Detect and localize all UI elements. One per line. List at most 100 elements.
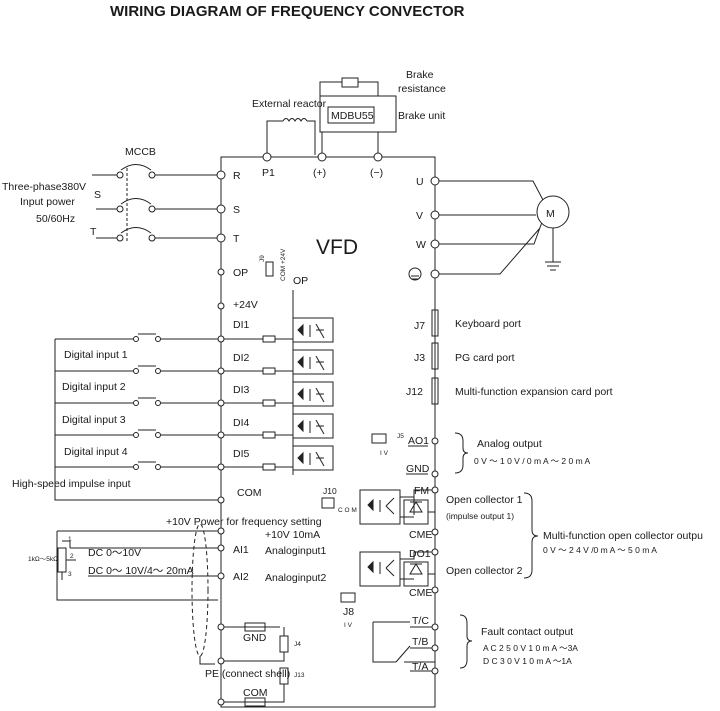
external-reactor-label: External reactor <box>252 98 327 110</box>
terminal-cme-2: CME <box>409 587 432 599</box>
terminal-ta: T/A <box>412 661 428 673</box>
brake-unit-box <box>319 95 397 133</box>
motor-label: M <box>546 208 555 220</box>
dc-range-2: DC 0～ 10V/4～ 20mA <box>88 565 194 577</box>
port-j12: J12 <box>406 386 423 398</box>
terminal-com-bottom: COM <box>243 687 268 699</box>
pot-pin-3: 3 <box>68 571 72 578</box>
j5-label: J5 <box>397 433 404 440</box>
pot-pin-1: 1 <box>68 536 72 543</box>
ai1-label: Analoginput1 <box>265 545 326 557</box>
analog-output: J5 I V AO1 GND Analog output 0 V ～ 1 0 V… <box>371 432 591 478</box>
pot-range: 1kΩ～5kΩ <box>28 556 58 563</box>
three-phase-label: Three-phase380V <box>2 181 86 193</box>
multi-function-collector-label: Multi-function open collector outpu <box>543 530 703 542</box>
terminal-plus: (+) <box>313 167 326 179</box>
terminal-op: OP <box>233 267 248 279</box>
power-freq-label: +10V Power for frequency setting <box>166 516 322 528</box>
bottom-terminals: GND J4 PE (connect shell) J13 COM <box>205 622 305 707</box>
fault-contact-label: Fault contact output <box>481 626 573 638</box>
motor-section: U V W M <box>408 176 570 281</box>
j8-iv-label: I V <box>344 622 353 629</box>
j9-label: J9 <box>259 255 266 262</box>
j8-label: J8 <box>343 606 354 618</box>
j9-jumper: J9 COM +24V OP <box>259 248 308 318</box>
open-collectors: FM CME DO1 CME Open collector 1 (impulse… <box>340 485 703 629</box>
j10-label: J10 <box>323 486 337 496</box>
terminal-cme-1: CME <box>409 529 432 541</box>
terminal-tc: T/C <box>412 615 429 627</box>
terminal-minus: (−) <box>370 167 383 179</box>
fault-dc-rating: D C 3 0 V 1 0 m A ～1A <box>483 656 572 666</box>
digital-input-2: Digital input 2 <box>62 381 126 393</box>
terminal-r: R <box>233 170 241 182</box>
ports: J7 Keyboard port J3 PG card port J12 Mul… <box>406 309 613 405</box>
terminal-ao1: AO1 <box>408 435 429 447</box>
j10-com-label: C O M <box>338 507 357 514</box>
terminal-di2: DI2 <box>233 352 250 364</box>
com-24v-label: COM +24V <box>280 248 287 281</box>
optocouplers <box>224 317 334 475</box>
line-s-label: S <box>94 189 101 201</box>
j4-label: J4 <box>294 641 301 648</box>
open-collector-2: Open collector 2 <box>446 565 523 577</box>
digital-input-1: Digital input 1 <box>64 349 128 361</box>
terminal-v: V <box>416 210 423 222</box>
digital-input-4: Digital input 4 <box>64 446 128 458</box>
terminal-s: S <box>233 204 240 216</box>
terminal-do1: DO1 <box>409 548 431 560</box>
control-terminals: OP +24V DI1 DI2 DI3 DI4 DI5 COM Digital … <box>12 267 262 504</box>
line-t-label: T <box>90 226 97 238</box>
fault-ac-rating: A C 2 5 0 V 1 0 m A ～3A <box>483 643 578 653</box>
pg-card-port: PG card port <box>455 352 515 364</box>
brake-unit-label: Brake unit <box>398 110 445 122</box>
brake-section: MDBU55 Brake resistance Brake unit Exter… <box>252 69 446 179</box>
analog-output-label: Analog output <box>477 438 542 450</box>
vfd-label: VFD <box>316 236 358 259</box>
ground-terminal-icon <box>408 267 422 281</box>
op-label: OP <box>293 275 308 287</box>
ai2-label: Analoginput2 <box>265 572 326 584</box>
analog-inputs: +10V Power for frequency setting +10V 10… <box>28 516 326 665</box>
terminal-pe: PE (connect shell) <box>205 668 290 680</box>
brake-label-1: Brake <box>406 69 434 81</box>
potentiometer <box>57 547 67 573</box>
terminal-fm: FM <box>414 485 429 497</box>
terminal-di3: DI3 <box>233 384 250 396</box>
terminal-tb: T/B <box>412 636 428 648</box>
j13-label: J13 <box>294 672 305 679</box>
brake-label-2: resistance <box>398 83 446 95</box>
terminal-u: U <box>416 176 424 188</box>
open-collector-1: Open collector 1 <box>446 494 523 506</box>
dc-range-1: DC 0～10V <box>88 547 141 559</box>
reactor-coil <box>282 118 308 122</box>
frequency-label: 50/60Hz <box>36 213 75 225</box>
terminal-gnd: GND <box>243 632 267 644</box>
j5-iv-label: I V <box>380 450 389 457</box>
j10-jumper: J10 C O M <box>321 486 357 514</box>
brake-model: MDBU55 <box>331 110 374 122</box>
pot-pin-2: 2 <box>70 553 74 560</box>
terminal-p1: P1 <box>262 167 275 179</box>
ten-volt-label: +10V 10mA <box>265 529 320 541</box>
impulse-output-1: (impulse output 1) <box>446 511 514 521</box>
terminal-di5: DI5 <box>233 448 250 460</box>
input-power-label: Input power <box>20 196 75 208</box>
keyboard-port: Keyboard port <box>455 318 521 330</box>
high-speed-input: High-speed impulse input <box>12 478 131 490</box>
diagram-title: WIRING DIAGRAM OF FREQUENCY CONVECTOR <box>110 3 465 20</box>
terminal-di4: DI4 <box>233 417 250 429</box>
terminal-ao-gnd: GND <box>406 463 430 475</box>
mccb-label: MCCB <box>125 146 156 158</box>
fault-contact: T/C T/B T/A Fault contact output A C 2 5… <box>372 614 578 675</box>
terminal-24v: +24V <box>233 299 258 311</box>
multi-function-collector-range: 0 V ～ 2 4 V /0 m A ～ 5 0 m A <box>543 545 657 555</box>
terminal-ai2: AI2 <box>233 571 249 583</box>
terminal-w: W <box>416 239 426 251</box>
terminal-t: T <box>233 233 240 245</box>
analog-output-range: 0 V ～ 1 0 V / 0 m A ～ 2 0 m A <box>474 456 591 466</box>
port-j3: J3 <box>414 352 425 364</box>
digital-input-3: Digital input 3 <box>62 414 126 426</box>
terminal-ai1: AI1 <box>233 544 249 556</box>
terminal-di1: DI1 <box>233 319 250 331</box>
